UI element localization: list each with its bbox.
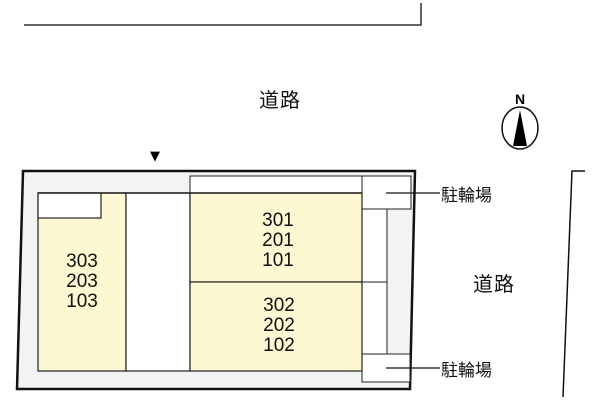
unit-group-right-upper: 301 201 101 [246,211,310,271]
road-label-top: 道路 [259,88,301,112]
unit-label: 301 [262,210,294,231]
unit-label: 201 [262,230,294,251]
unit-label: 103 [66,291,98,312]
top-road-boundary-line [24,3,422,26]
unit-label: 101 [262,250,294,271]
bicycle-parking-bottom-label: 駐輪場 [441,361,492,381]
unit-label: 203 [66,271,98,292]
right-walkway [361,192,388,356]
central-corridor [125,192,191,372]
road-label-right: 道路 [473,272,515,296]
right-road-boundary-line [562,170,585,398]
building-left-notch [37,192,102,219]
unit-group-right-lower: 302 202 102 [247,296,311,356]
compass-north-label: N [515,91,526,107]
unit-group-left: 303 203 103 [50,252,114,312]
unit-label: 202 [263,315,295,336]
entrance-marker-icon: ▼ [150,149,160,164]
bicycle-parking-top-label: 駐輪場 [441,186,492,206]
unit-label: 303 [66,251,98,272]
building-right-lower [189,281,363,372]
compass-icon [501,106,539,150]
unit-label: 302 [263,295,295,316]
unit-label: 102 [263,335,295,356]
